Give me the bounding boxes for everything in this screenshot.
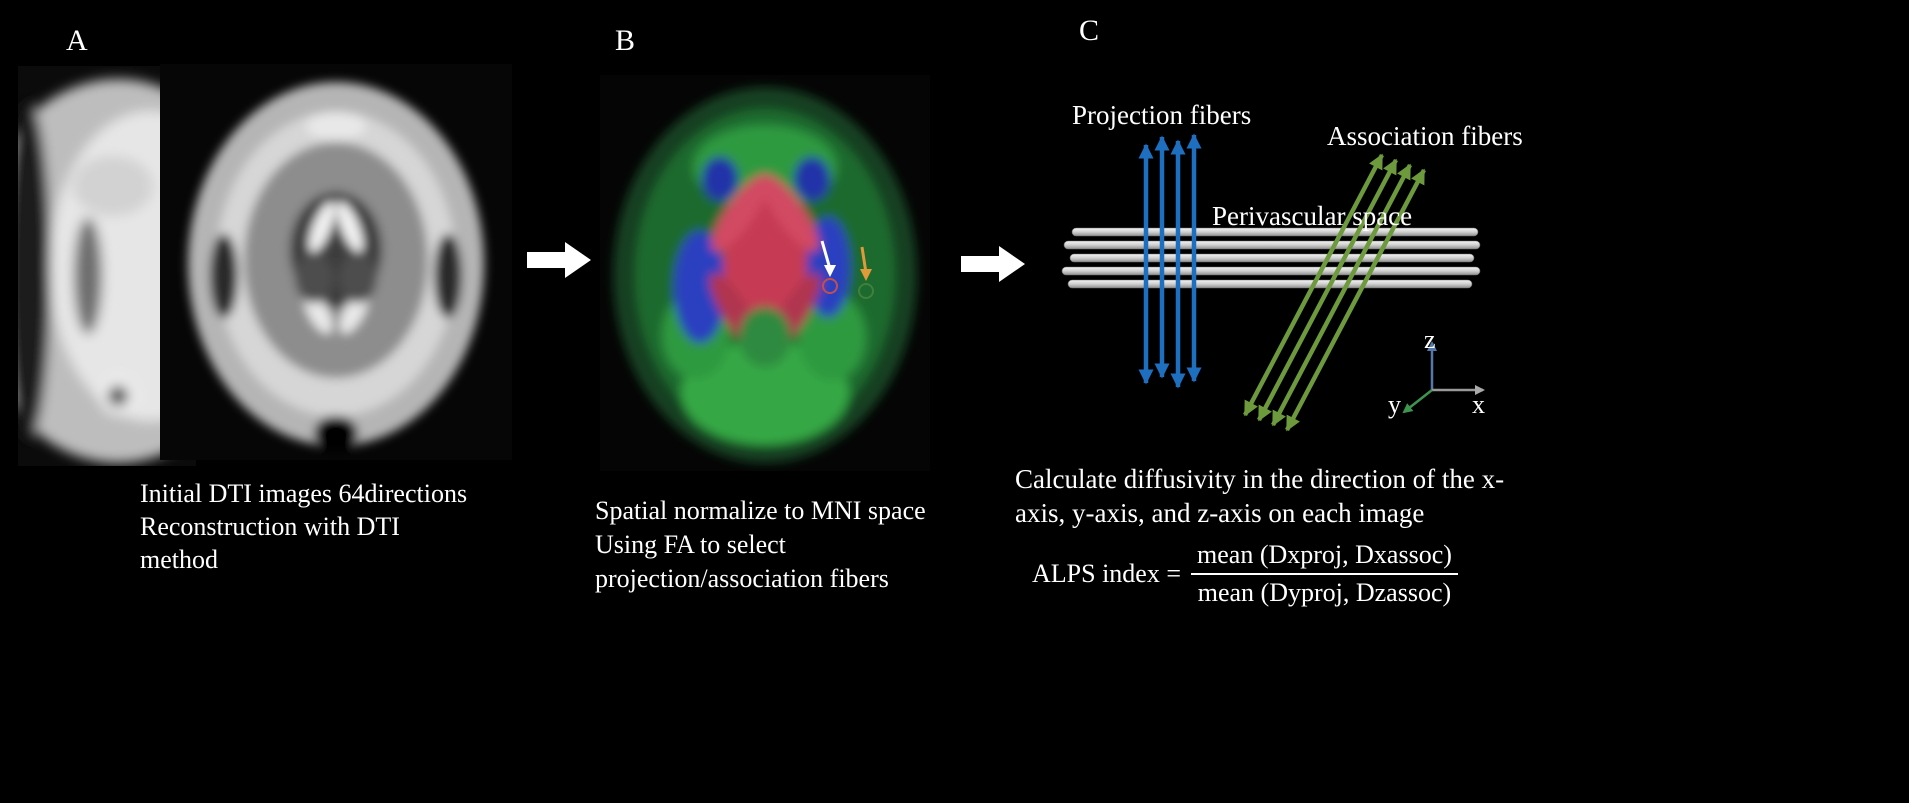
caption-line: Initial DTI images 64directions: [140, 479, 468, 508]
caption-line: axis, y-axis, and z-axis on each image: [1015, 498, 1425, 528]
formula-fraction: mean (Dxproj, Dxassoc) mean (Dyproj, Dza…: [1191, 540, 1458, 608]
caption-line: method: [140, 545, 218, 574]
axis-z-label: z: [1424, 325, 1436, 354]
brain-tissue: [18, 79, 196, 463]
roi-annotations: [820, 240, 874, 299]
caption-line: Calculate diffusivity in the direction o…: [1015, 464, 1505, 494]
dti-brain-image: [160, 64, 512, 460]
caption-line: Spatial normalize to MNI space: [595, 496, 926, 525]
xyz-axis-triad-icon: [1402, 341, 1485, 414]
projection-fiber-arrows: [1138, 133, 1202, 389]
alps-fiber-diagram: [1061, 133, 1485, 432]
panel-c-label: C: [1079, 14, 1100, 47]
caption-line: projection/association fibers: [595, 564, 889, 593]
panel-a-caption: Initial DTI images 64directions Reconstr…: [140, 477, 467, 576]
flow-right-arrow-icon: [961, 246, 1025, 282]
fa-map-tissue: [613, 87, 917, 463]
perivascular-space-label: Perivascular space: [1212, 201, 1413, 231]
panel-b-caption: Spatial normalize to MNI space Using FA …: [595, 494, 926, 596]
projection-fibers-label: Projection fibers: [1072, 100, 1252, 130]
caption-line: Using FA to select: [595, 530, 786, 559]
formula-denominator: mean (Dyproj, Dzassoc): [1197, 578, 1452, 607]
flow-right-arrow-icon: [527, 242, 591, 278]
roi-arrow-orange-head: [860, 269, 872, 281]
panel-b-label: B: [615, 24, 636, 57]
roi-arrow-orange: [860, 246, 868, 274]
roi-arrow-white: [820, 240, 832, 270]
panel-a-label: A: [66, 24, 89, 57]
formula-numerator: mean (Dxproj, Dxassoc): [1191, 540, 1458, 575]
caption-line: Reconstruction with DTI: [140, 512, 400, 541]
association-fiber-arrows: [1243, 153, 1426, 432]
axis-x-label: x: [1472, 390, 1485, 419]
roi-circle-association: [858, 283, 874, 299]
alps-index-formula: ALPS index = mean (Dxproj, Dxassoc) mean…: [1032, 540, 1458, 608]
association-fibers-label: Association fibers: [1327, 121, 1523, 151]
roi-arrow-white-head: [824, 265, 836, 277]
axis-y-label: y: [1388, 390, 1401, 419]
brain-tissue: [188, 82, 484, 452]
perivascular-space-tubes: [1061, 227, 1481, 289]
panel-c-caption: Calculate diffusivity in the direction o…: [1015, 462, 1504, 530]
roi-circle-projection: [822, 278, 838, 294]
color-fa-map-brain-image: [600, 75, 930, 471]
formula-lhs: ALPS index =: [1032, 559, 1182, 588]
